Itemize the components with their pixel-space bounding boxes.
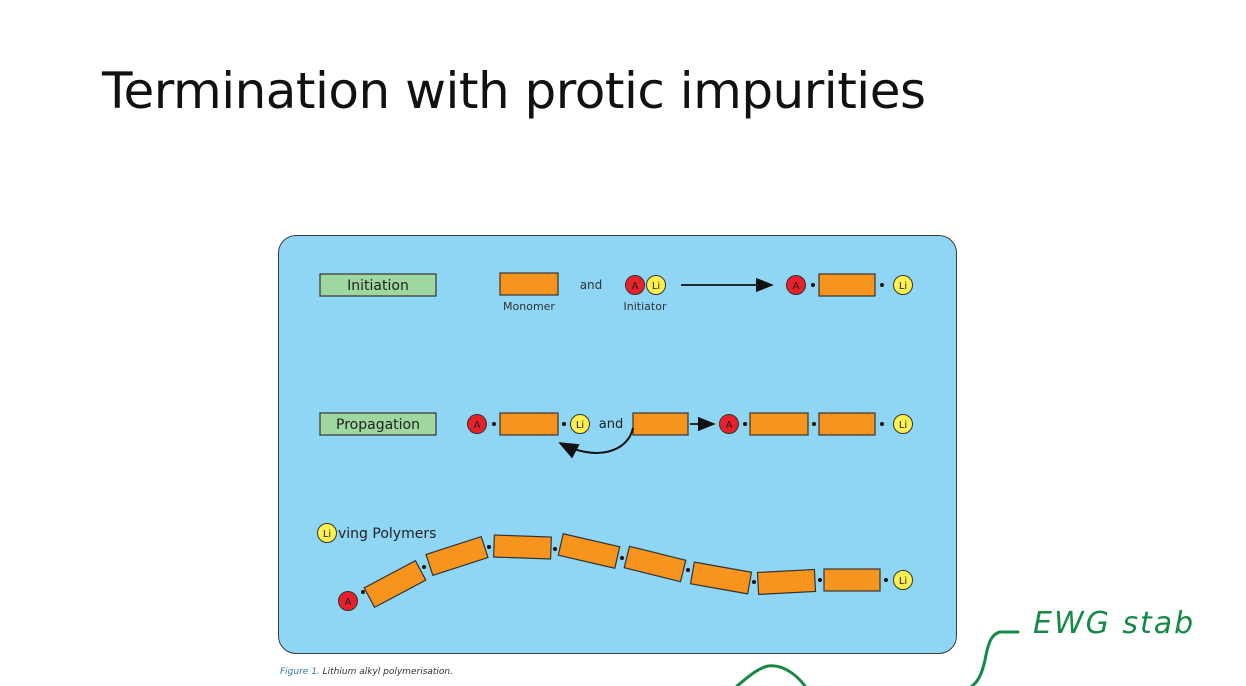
initiation-and: and xyxy=(580,278,603,292)
monomer-block xyxy=(823,568,881,592)
caption-number: Figure 1. xyxy=(280,667,320,677)
caption-text: Lithium alkyl polymerisation. xyxy=(319,667,453,677)
bond-dot xyxy=(620,556,624,560)
figure-caption: Figure 1. Lithium alkyl polymerisation. xyxy=(280,667,453,677)
monomer-block xyxy=(818,412,876,436)
slide-title: Termination with protic impurities xyxy=(102,62,926,120)
lithium-symbol: Li xyxy=(323,529,331,540)
anion-circle xyxy=(625,275,645,295)
handwritten-annotation: EWG stab xyxy=(1033,606,1196,641)
anion-symbol: A xyxy=(345,597,352,608)
monomer-block xyxy=(623,545,687,583)
bond-dot xyxy=(811,283,815,287)
propagation-and: and xyxy=(599,417,623,432)
initiation-label: Initiation xyxy=(347,278,409,294)
lithium-circle xyxy=(893,414,913,434)
lithium-circle xyxy=(317,523,337,543)
monomer-block xyxy=(632,412,689,436)
living-polymers-label: ving Polymers xyxy=(338,526,436,542)
bond-dot xyxy=(812,422,816,426)
monomer-block xyxy=(749,412,809,436)
bond-dot xyxy=(361,590,365,594)
monomer-block xyxy=(557,533,621,569)
lithium-symbol: Li xyxy=(899,281,907,292)
bond-dot xyxy=(492,422,496,426)
anion-symbol: A xyxy=(632,281,639,292)
monomer-label: Monomer xyxy=(503,300,555,313)
monomer-block xyxy=(363,559,427,609)
bond-dot xyxy=(562,422,566,426)
anion-circle xyxy=(786,275,806,295)
lithium-symbol: Li xyxy=(899,576,907,587)
bond-dot xyxy=(752,580,756,584)
monomer-block xyxy=(689,561,753,595)
initiator-label: Initiator xyxy=(624,300,667,313)
bond-dot xyxy=(487,545,491,549)
initiation-label-box xyxy=(319,273,437,297)
propagation-label-box xyxy=(319,412,437,436)
anion-circle xyxy=(719,414,739,434)
bond-dot xyxy=(686,568,690,572)
propagation-label: Propagation xyxy=(336,417,420,433)
monomer-block xyxy=(499,412,559,436)
bond-dot xyxy=(880,283,884,287)
anion-symbol: A xyxy=(474,420,481,431)
curved-arrow xyxy=(558,427,634,459)
anion-circle xyxy=(467,414,487,434)
monomer-block xyxy=(493,534,552,560)
bond-dot xyxy=(743,422,747,426)
bond-dot xyxy=(553,547,557,551)
monomer-block xyxy=(499,272,559,296)
monomer-block xyxy=(756,568,817,596)
lithium-circle xyxy=(570,414,590,434)
lithium-symbol: Li xyxy=(652,281,660,292)
lithium-symbol: Li xyxy=(899,420,907,431)
monomer-block xyxy=(818,273,876,297)
bond-dot xyxy=(884,578,888,582)
lithium-circle xyxy=(893,570,913,590)
bond-dot xyxy=(422,565,426,569)
lithium-circle xyxy=(893,275,913,295)
lithium-symbol: Li xyxy=(576,420,584,431)
anion-symbol: A xyxy=(793,281,800,292)
bond-dot xyxy=(818,578,822,582)
monomer-block xyxy=(425,535,489,577)
anion-symbol: A xyxy=(726,420,733,431)
bond-dot xyxy=(880,422,884,426)
lithium-circle xyxy=(646,275,666,295)
anion-circle xyxy=(338,591,358,611)
